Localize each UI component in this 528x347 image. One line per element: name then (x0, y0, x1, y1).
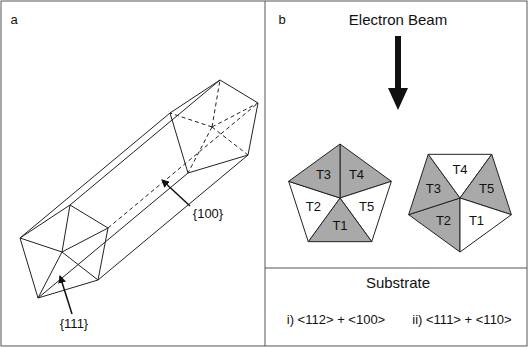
twin-label: T1 (332, 219, 347, 233)
twin-label: T2 (306, 200, 321, 214)
substrate-line (265, 268, 527, 269)
figure-label: i) <112> + <100> (287, 313, 385, 327)
figure-label: Substrate (366, 275, 430, 292)
twin-segment (460, 198, 511, 252)
twin-label: T3 (426, 182, 441, 196)
twin-label: T5 (359, 200, 374, 214)
twin-segment (289, 144, 340, 198)
twin-label: T2 (436, 214, 451, 228)
beam-arrow-head (388, 88, 408, 110)
figure-label: {100} (193, 207, 223, 221)
twin-label: T4 (349, 168, 364, 182)
beam-arrow-shaft (395, 36, 401, 90)
leader-arrow (60, 276, 72, 314)
figure-label: ii) <111> + <110> (412, 313, 511, 327)
panel-letter: a (10, 13, 17, 27)
panel-letter: b (278, 13, 285, 27)
figure-label: {111} (60, 317, 88, 331)
twin-pentagons (289, 144, 512, 252)
pentagonal-rod (20, 80, 258, 298)
figure-label: Electron Beam (349, 12, 447, 29)
twin-label: T1 (469, 214, 484, 228)
twin-label: T5 (479, 182, 494, 196)
divider (265, 1, 266, 346)
twin-label: T3 (316, 168, 331, 182)
twin-label: T4 (452, 163, 467, 177)
leader-arrow (162, 180, 190, 206)
